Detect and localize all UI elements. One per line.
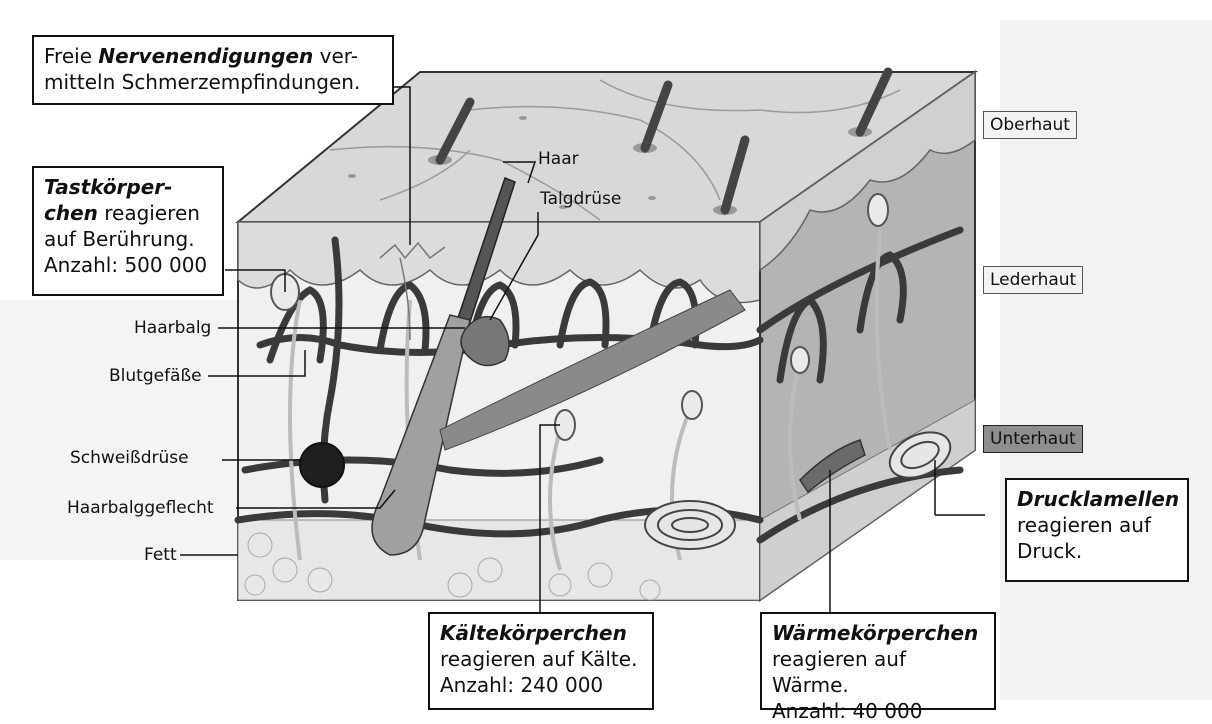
- layer-tag-unterhaut: Unterhaut: [983, 425, 1083, 453]
- touch-line3: auf Berührung.: [44, 226, 212, 252]
- cold-bold: Kältekörperchen: [440, 621, 627, 645]
- warm-line2: reagieren auf Wärme.: [772, 646, 984, 698]
- nerve-post: ver-: [313, 44, 358, 68]
- callout-nerve-endings: Freie Nervenendigungen ver- mitteln Schm…: [32, 35, 394, 105]
- label-talgdruese: Talgdrüse: [540, 189, 621, 209]
- callout-cold: Kältekörperchen reagieren auf Kälte. Anz…: [428, 612, 654, 710]
- pressure-line3: Druck.: [1017, 538, 1177, 564]
- callout-warm: Wärmekörperchen reagieren auf Wärme. Anz…: [760, 612, 996, 710]
- nerve-pre: Freie: [44, 44, 98, 68]
- cold-line2: reagieren auf Kälte.: [440, 646, 642, 672]
- label-schweissdruese: Schweißdrüse: [70, 448, 189, 468]
- layer-tag-lederhaut: Lederhaut: [983, 266, 1083, 294]
- pressure-bold: Drucklamellen: [1017, 487, 1179, 511]
- label-haarbalg: Haarbalg: [134, 318, 211, 338]
- warm-line3: Anzahl: 40 000: [772, 698, 984, 724]
- label-fett: Fett: [144, 545, 177, 565]
- pressure-line2: reagieren auf: [1017, 512, 1177, 538]
- warm-bold: Wärmekörperchen: [772, 621, 978, 645]
- callout-pressure: Drucklamellen reagieren auf Druck.: [1005, 478, 1189, 582]
- touch-line4: Anzahl: 500 000: [44, 252, 212, 278]
- nerve-line2: mitteln Schmerzempfindungen.: [44, 69, 382, 95]
- nerve-bold: Nervenendigungen: [98, 44, 313, 68]
- label-haar: Haar: [538, 149, 579, 169]
- touch-post: reagieren: [98, 201, 200, 225]
- sweat-gland: [300, 443, 344, 487]
- callout-touch: Tastkörper- chen reagieren auf Berührung…: [32, 166, 224, 296]
- layer-tag-oberhaut: Oberhaut: [983, 111, 1077, 139]
- label-haarbalggeflecht: Haarbalggeflecht: [67, 498, 214, 518]
- touch-bold2: chen: [44, 201, 98, 225]
- touch-bold1: Tastkörper-: [44, 175, 172, 199]
- cold-line3: Anzahl: 240 000: [440, 672, 642, 698]
- label-blutgefaesse: Blutgefäße: [109, 366, 202, 386]
